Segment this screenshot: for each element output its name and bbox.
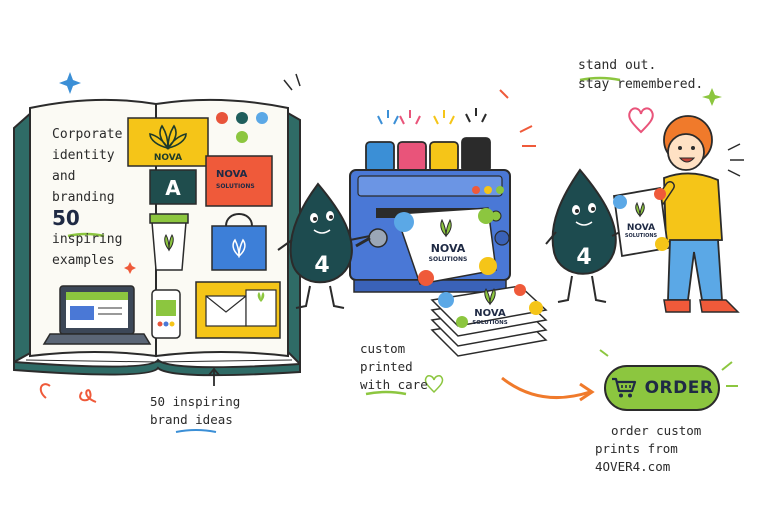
order-arrow-head bbox=[579, 382, 595, 402]
nova-solutions-card-title: NOVA bbox=[216, 169, 248, 180]
book-headline: Corporate identity and branding 50 inspi… bbox=[52, 124, 122, 271]
order-button-label: ORDER bbox=[644, 378, 714, 398]
leaf-logo-icon bbox=[149, 124, 187, 150]
sparkle-small-icon bbox=[124, 262, 136, 274]
color-swatch-red bbox=[216, 112, 228, 124]
envelope-stationery-mockup bbox=[195, 281, 281, 339]
order-caption: order custom prints from 4OVER4.com bbox=[595, 422, 760, 476]
order-arrow bbox=[501, 376, 591, 399]
printed-line-2: printed bbox=[360, 359, 413, 374]
ideas-line-2: brand ideas bbox=[150, 412, 233, 427]
printed-sheet bbox=[394, 207, 497, 286]
ideas-underline bbox=[175, 429, 217, 433]
phone-mockup bbox=[151, 289, 181, 339]
laptop-mockup bbox=[42, 285, 152, 345]
ink-drop-mascot-right bbox=[545, 168, 629, 303]
printed-caption: custom printed with care bbox=[360, 340, 428, 394]
sparkle-icon bbox=[59, 72, 81, 94]
brochure-nova-sub: SOLUTIONS bbox=[625, 233, 658, 239]
printed-line-1: custom bbox=[360, 341, 406, 356]
tagline-line-2: stay remembered. bbox=[578, 77, 704, 92]
book-line-1: Corporate bbox=[52, 127, 123, 142]
stack-nova-title: NOVA bbox=[474, 308, 506, 319]
printed-line-3: with care bbox=[360, 377, 428, 392]
arrow-up-icon bbox=[208, 367, 220, 386]
heart-icon bbox=[628, 107, 654, 134]
ink-cartridges bbox=[365, 137, 491, 173]
star-icon bbox=[702, 88, 722, 106]
order-line-1: order custom bbox=[611, 423, 702, 438]
order-line-2: prints from 4OVER4.com bbox=[595, 441, 678, 474]
left-mascot-number: 4 bbox=[314, 253, 329, 278]
book-count: 50 bbox=[52, 206, 80, 230]
ink-drop-mascot-left bbox=[277, 182, 371, 309]
swoosh-left bbox=[283, 73, 301, 91]
book-line-6: examples bbox=[52, 253, 115, 268]
stack-nova-sub: SOLUTIONS bbox=[472, 320, 507, 326]
nova-card-title: NOVA bbox=[154, 153, 182, 163]
green-underline bbox=[67, 232, 105, 238]
ink-drops bbox=[377, 108, 487, 125]
brochure-nova-title: NOVA bbox=[627, 223, 655, 233]
book-line-3: and bbox=[52, 169, 76, 184]
sheet-nova-sub: SOLUTIONS bbox=[429, 256, 468, 263]
letter-a-glyph: A bbox=[165, 176, 181, 200]
ideas-caption: 50 inspiring brand ideas bbox=[150, 393, 240, 429]
book-line-2: identity bbox=[52, 148, 115, 163]
brochure bbox=[612, 186, 670, 258]
color-swatch-blue bbox=[256, 112, 268, 124]
order-button[interactable]: ORDER bbox=[604, 365, 720, 411]
heart-small-icon bbox=[424, 375, 444, 394]
cart-icon bbox=[611, 377, 636, 398]
stand-underline bbox=[579, 76, 621, 82]
orange-sparks bbox=[499, 89, 536, 147]
nova-solutions-card-sub: SOLUTIONS bbox=[216, 183, 255, 190]
printed-stack bbox=[430, 284, 548, 357]
happy-person bbox=[645, 115, 744, 313]
shopping-bag-mockup bbox=[211, 213, 267, 271]
color-swatch-teal bbox=[236, 112, 248, 124]
tagline: stand out. stay remembered. bbox=[578, 56, 703, 94]
ideas-line-1: 50 inspiring bbox=[150, 394, 241, 409]
orange-scribble bbox=[39, 383, 97, 403]
tagline-line-1: stand out. bbox=[578, 58, 657, 73]
right-mascot-number: 4 bbox=[576, 245, 591, 270]
book-line-4: branding bbox=[52, 190, 115, 205]
sheet-nova-title: NOVA bbox=[431, 242, 466, 255]
color-swatch-green bbox=[236, 131, 248, 143]
order-sparks bbox=[599, 349, 738, 387]
printed-underline bbox=[365, 390, 407, 396]
book-line-5: inspiring bbox=[52, 232, 123, 247]
letter-a-card bbox=[149, 169, 197, 205]
coffee-cup-mockup bbox=[149, 213, 189, 271]
nova-solutions-card bbox=[205, 155, 273, 207]
